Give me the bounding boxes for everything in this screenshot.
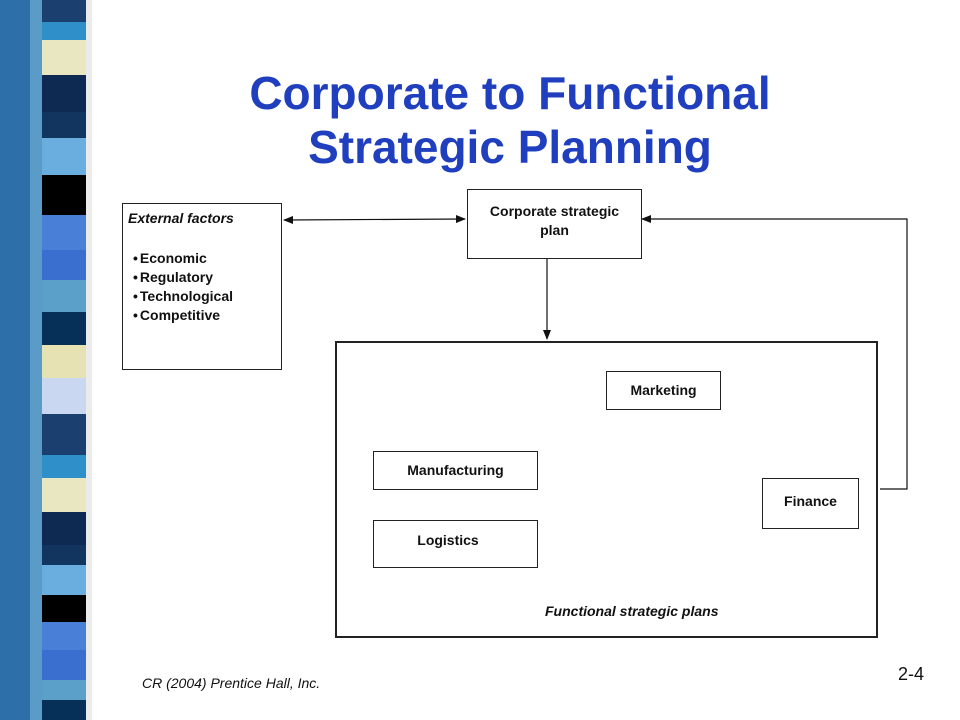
list-item: Economic <box>133 249 233 268</box>
external-factors-list: Economic Regulatory Technological Compet… <box>133 249 233 325</box>
corporate-strategic-plan-box <box>467 189 642 259</box>
marketing-box <box>606 371 721 410</box>
stripe-block <box>42 455 86 478</box>
stripe-block <box>42 512 86 545</box>
stripe-block <box>42 595 86 622</box>
manufacturing-label: Manufacturing <box>407 462 504 478</box>
stripe-block <box>42 250 86 280</box>
logistics-box <box>373 520 538 568</box>
stripe-block <box>42 280 86 312</box>
stripe-block <box>42 565 86 595</box>
stripe-block <box>42 622 86 650</box>
stripe-block <box>42 215 86 250</box>
finance-label: Finance <box>784 493 837 509</box>
corporate-plan-label-line2: plan <box>540 222 569 238</box>
finance-to-corporate-feedback-arrow <box>641 215 908 490</box>
stripe-block <box>42 680 86 700</box>
stripe-block <box>42 378 86 414</box>
corporate-plan-label-line1: Corporate strategic <box>489 203 620 219</box>
external-to-corporate-arrow <box>283 215 466 224</box>
logistics-label: Logistics <box>417 532 479 548</box>
stripe-block <box>42 414 86 455</box>
decorative-stripe <box>0 0 110 720</box>
stripe-block <box>42 345 86 378</box>
copyright-credit: CR (2004) Prentice Hall, Inc. <box>142 675 321 691</box>
stripe-block <box>42 175 86 215</box>
marketing-label: Marketing <box>630 382 697 398</box>
stripe-block <box>42 75 86 112</box>
stripe-block <box>42 112 86 138</box>
slide-title-line2: Strategic Planning <box>308 121 712 173</box>
list-item: Regulatory <box>133 268 233 287</box>
functional-plans-caption: Functional strategic plans <box>545 603 719 619</box>
stripe-block <box>42 312 86 345</box>
stripe-block <box>42 40 86 75</box>
stripe-block <box>42 545 86 565</box>
stripe-block <box>42 22 86 40</box>
stripe-block <box>42 478 86 512</box>
external-factors-heading: External factors <box>128 210 234 226</box>
stripe-block <box>42 650 86 680</box>
stripe-block <box>42 138 86 175</box>
manufacturing-box <box>373 451 538 490</box>
stripe-block <box>42 700 86 720</box>
slide-number: 2-4 <box>898 664 925 684</box>
slide-title-line1: Corporate to Functional <box>249 67 771 119</box>
stripe-block <box>42 0 86 22</box>
list-item: Technological <box>133 287 233 306</box>
list-item: Competitive <box>133 306 233 325</box>
finance-box <box>762 478 859 529</box>
